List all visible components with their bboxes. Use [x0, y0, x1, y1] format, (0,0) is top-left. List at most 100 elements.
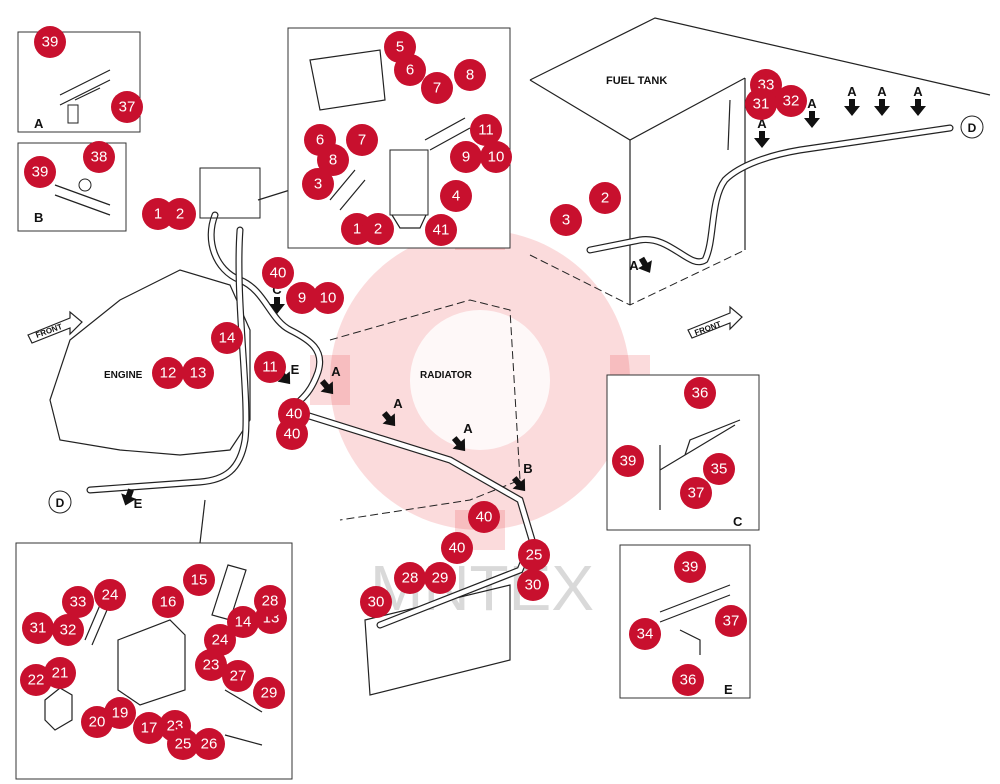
callout-number: 25: [526, 547, 543, 564]
callout-badge: 29: [424, 562, 456, 594]
callout-badge: 23: [195, 649, 227, 681]
callout-number: 32: [783, 93, 800, 110]
engine-label: ENGINE: [104, 370, 143, 381]
callout-number: 2: [601, 190, 609, 207]
callout-number: 24: [212, 632, 229, 649]
callout-badge: 11: [470, 114, 502, 146]
callout-number: 7: [433, 80, 441, 97]
callout-badge: 14: [227, 606, 259, 638]
callout-number: 40: [284, 426, 301, 443]
callout-number: 6: [316, 132, 324, 149]
callout-number: 7: [358, 132, 366, 149]
callout-badge: 2: [589, 182, 621, 214]
callout-badge: 40: [441, 532, 473, 564]
callout-number: 12: [160, 365, 177, 382]
callout-badge: 31: [22, 612, 54, 644]
callout-badge: 8: [317, 144, 349, 176]
callout-badge: 12: [152, 357, 184, 389]
callout-number: 1: [154, 206, 162, 223]
inset-c-label: C: [733, 514, 743, 529]
callout-number: 34: [637, 626, 654, 643]
callout-number: 11: [262, 359, 278, 376]
callout-number: 6: [406, 62, 414, 79]
callout-badge: 11: [254, 351, 286, 383]
callout-badge: 37: [680, 477, 712, 509]
callout-number: 29: [261, 685, 278, 702]
callout-number: 37: [723, 613, 740, 630]
callout-badge: 26: [193, 728, 225, 760]
inset-a-label: A: [34, 116, 44, 131]
callout-number: 5: [396, 39, 404, 56]
callout-badge: 10: [312, 282, 344, 314]
arrow-label: A: [629, 258, 639, 273]
callout-badge: 39: [612, 445, 644, 477]
callout-number: 21: [52, 665, 69, 682]
arrow-label: E: [291, 362, 300, 377]
direction-arrow-icon: A: [381, 396, 403, 427]
callout-badge: 40: [276, 418, 308, 450]
callout-number: 36: [680, 672, 697, 689]
callout-badge: 25: [167, 728, 199, 760]
callout-number: 39: [42, 34, 59, 51]
callout-badge: 9: [286, 282, 318, 314]
front-arrow-icon: FRONT: [687, 305, 743, 339]
callout-badge: 35: [703, 453, 735, 485]
arrow-label: A: [913, 84, 923, 99]
callout-number: 4: [452, 188, 460, 205]
direction-arrow-icon: A: [451, 421, 473, 452]
callout-number: 22: [28, 672, 45, 689]
callout-badge: 27: [222, 660, 254, 692]
callout-badge: 10: [480, 141, 512, 173]
callout-number: 39: [682, 559, 699, 576]
engine-outline: [49, 269, 251, 456]
callout-badge: 31: [745, 88, 777, 120]
arrow-label: E: [134, 496, 143, 511]
watermark-gear-icon: [310, 210, 650, 550]
callout-badge: 21: [44, 657, 76, 689]
callout-badge: 39: [24, 156, 56, 188]
callout-badge: 22: [20, 664, 52, 696]
callout-number: 33: [70, 594, 87, 611]
svg-text:D: D: [56, 496, 65, 510]
callout-badge: 2: [164, 198, 196, 230]
callout-number: 17: [141, 720, 158, 737]
callout-number: 28: [262, 593, 279, 610]
inset-e-label: E: [724, 682, 733, 697]
fuel-tank-label: FUEL TANK: [606, 75, 667, 87]
arrow-label: A: [757, 116, 767, 131]
callout-badge: 8: [454, 59, 486, 91]
arrow-label: A: [847, 84, 857, 99]
callout-number: 11: [478, 122, 494, 139]
callout-badge: 17: [133, 712, 165, 744]
radiator-label: RADIATOR: [420, 370, 473, 381]
direction-arrow-icon: A: [874, 84, 890, 116]
radiator-outline: [329, 299, 521, 521]
callout-number: 30: [368, 594, 385, 611]
direction-arrow-icon: E: [121, 488, 143, 511]
arrow-label: B: [523, 461, 532, 476]
callout-badge: 40: [468, 501, 500, 533]
callout-number: 36: [692, 385, 709, 402]
callout-badge: 15: [183, 564, 215, 596]
callout-badge: 24: [94, 579, 126, 611]
callout-badge: 13: [182, 357, 214, 389]
arrow-label: C: [272, 282, 282, 297]
callout-number: 19: [112, 705, 129, 722]
filter-bracket: [199, 167, 261, 219]
svg-text:D: D: [968, 121, 977, 135]
callout-number: 9: [298, 290, 306, 307]
callout-number: 28: [402, 570, 419, 587]
arrow-label: A: [463, 421, 473, 436]
callout-number: 40: [449, 540, 466, 557]
callout-badge: 28: [394, 562, 426, 594]
callout-badge: 2: [362, 213, 394, 245]
callout-badge: 41: [425, 214, 457, 246]
callout-number: 39: [32, 164, 49, 181]
inset-b-label: B: [34, 210, 43, 225]
direction-arrow-icon: C: [269, 282, 285, 314]
callout-number: 31: [753, 96, 770, 113]
direction-arrow-icon: A: [754, 116, 770, 148]
direction-arrow-icon: B: [511, 461, 533, 492]
arrow-label: A: [807, 96, 817, 111]
